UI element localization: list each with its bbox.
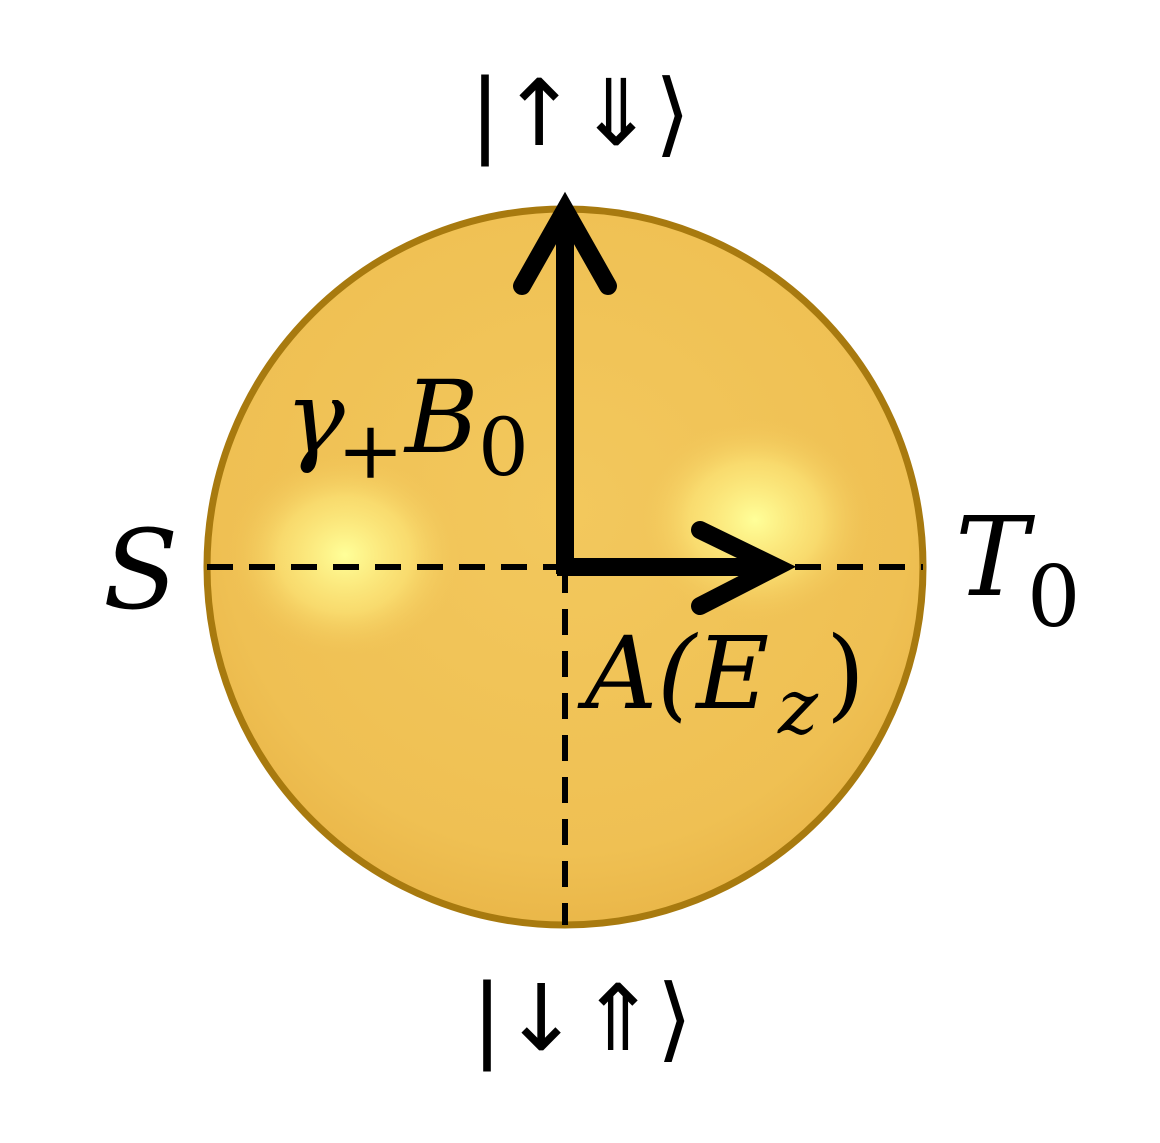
bottom-state-label: |↓⇑⟩ [471,965,692,1072]
horizontal-vector-label: A(E z ) [577,615,865,751]
vertical-vector-arrow [513,191,617,574]
gamma-subscript: + [337,404,404,497]
field-symbol: B [403,359,479,476]
top-state-label: |↑⇓⟩ [469,60,690,167]
right-state-main: T [955,493,1036,621]
coupling-prefix: A(E [577,615,769,732]
left-state-label: S [103,506,178,634]
horizontal-vector-arrow [557,521,797,615]
coupling-suffix: ) [826,615,865,732]
field-subscript: 0 [478,401,529,494]
right-state-subscript: 0 [1027,548,1080,646]
right-state-label: T 0 [955,493,1080,646]
highlight-right [635,415,875,625]
vertical-vector-label: γ + B 0 [285,359,529,497]
highlight-left [225,450,465,660]
gamma-symbol: γ [285,359,345,476]
coupling-subscript: z [777,662,819,751]
